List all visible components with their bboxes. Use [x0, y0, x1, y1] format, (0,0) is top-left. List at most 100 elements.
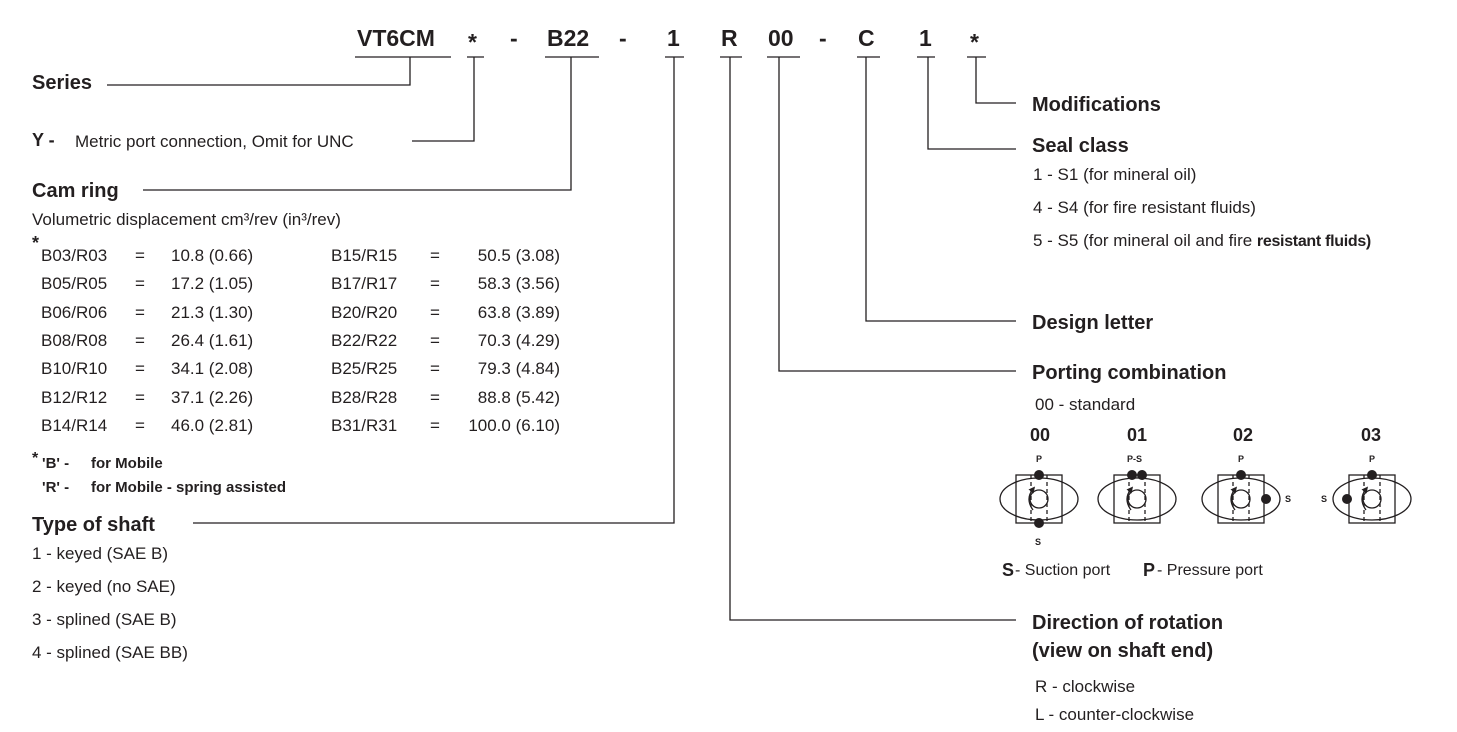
- displacement-value: 50.5 (3.08): [477, 246, 560, 265]
- note-b-text: for Mobile: [91, 455, 163, 472]
- seal-title: Seal class: [1032, 135, 1129, 157]
- note-star: *: [32, 450, 39, 467]
- displacement-value: 34.1 (2.08): [171, 359, 254, 379]
- rotation-title: Direction of rotation: [1032, 612, 1224, 634]
- code-dash-2: -: [619, 25, 627, 51]
- displacement-value: 70.3 (4.29): [477, 330, 560, 350]
- seal-item: 5 - S5 (for mineral oil and fire resista…: [1033, 232, 1371, 250]
- cam-code: B14/R14: [41, 415, 108, 435]
- porting-code: 02: [1233, 425, 1254, 445]
- cam-code: B10/R10: [41, 359, 108, 379]
- equals-sign: =: [135, 246, 145, 265]
- seal-item-3-text: 5 - S5 (for mineral oil and fire: [1033, 231, 1257, 250]
- port-label-s: S: [1321, 494, 1328, 504]
- displacement-value: 46.0 (2.81): [171, 415, 254, 435]
- porting-02-symbol: [1201, 470, 1281, 524]
- porting-03-symbol: [1332, 470, 1412, 524]
- porting-01-symbol: [1097, 470, 1177, 524]
- legend-p-key: P: [1143, 560, 1156, 580]
- code-design: C: [858, 25, 875, 51]
- equals-sign: =: [430, 246, 440, 265]
- port-label-ps: P-S: [1127, 454, 1143, 464]
- porting-title: Porting combination: [1032, 362, 1227, 384]
- displacement-value: 26.4 (1.61): [171, 330, 254, 350]
- equals-sign: =: [135, 302, 145, 322]
- displacement-value: 100.0 (6.10): [468, 415, 560, 435]
- cam-code: B12/R12: [41, 387, 108, 407]
- cam-ring-subtitle: Volumetric displacement cm³/rev (in³/rev…: [32, 210, 341, 229]
- cam-code: B05/R05: [41, 274, 108, 294]
- shaft-item: 2 - keyed (no SAE): [32, 577, 176, 596]
- note-r-key: 'R' -: [42, 479, 70, 496]
- cam-code: B22/R22: [331, 330, 398, 350]
- cam-ring-title: Cam ring: [32, 180, 119, 202]
- seal-item: 1 - S1 (for mineral oil): [1033, 165, 1197, 184]
- equals-sign: =: [135, 415, 145, 435]
- equals-sign: =: [430, 387, 440, 407]
- equals-sign: =: [135, 359, 145, 379]
- displacement-value: 63.8 (3.89): [477, 302, 560, 322]
- port-label-p: P: [1238, 454, 1245, 464]
- legend-p-text: - Pressure port: [1157, 562, 1263, 579]
- legend-s-text: - Suction port: [1015, 562, 1111, 579]
- equals-sign: =: [135, 387, 145, 407]
- cam-code: B03/R03: [41, 246, 108, 265]
- rotation-subtitle: (view on shaft end): [1032, 640, 1214, 662]
- equals-sign: =: [135, 274, 145, 294]
- shaft-item: 1 - keyed (SAE B): [32, 544, 169, 563]
- code-porting: 00: [768, 25, 794, 51]
- metric-text: Metric port connection, Omit for UNC: [75, 132, 354, 151]
- porting-standard: 00 - standard: [1035, 395, 1136, 414]
- rotation-item: L - counter-clockwise: [1035, 705, 1195, 724]
- porting-code: 01: [1127, 425, 1148, 445]
- displacement-value: 37.1 (2.26): [171, 387, 254, 407]
- displacement-value: 21.3 (1.30): [171, 302, 254, 322]
- porting-code: 00: [1030, 425, 1051, 445]
- displacement-value: 88.8 (5.42): [477, 387, 560, 407]
- port-label-s: S: [1285, 494, 1292, 504]
- metric-prefix: Y -: [32, 130, 55, 150]
- code-seal: 1: [919, 25, 932, 51]
- code-cam-ring: B22: [547, 25, 590, 51]
- porting-code: 03: [1361, 425, 1382, 445]
- code-metric-mark: *: [468, 29, 477, 55]
- shaft-item: 4 - splined (SAE BB): [32, 643, 188, 662]
- equals-sign: =: [430, 415, 440, 435]
- cam-code: B31/R31: [331, 415, 398, 435]
- rotation-item: R - clockwise: [1035, 677, 1136, 696]
- displacement-value: 79.3 (4.84): [477, 359, 560, 379]
- code-rotation: R: [721, 25, 738, 51]
- code-shaft: 1: [667, 25, 680, 51]
- seal-item: 4 - S4 (for fire resistant fluids): [1033, 198, 1256, 217]
- port-label-p: P: [1036, 454, 1043, 464]
- cam-code: B08/R08: [41, 330, 108, 350]
- displacement-value: 10.8 (0.66): [171, 246, 254, 265]
- displacement-value: 58.3 (3.56): [477, 274, 560, 294]
- equals-sign: =: [430, 274, 440, 294]
- equals-sign: =: [430, 359, 440, 379]
- equals-sign: =: [430, 302, 440, 322]
- displacement-value: 17.2 (1.05): [171, 274, 254, 294]
- modifications-label: Modifications: [1032, 94, 1161, 116]
- cam-code: B17/R17: [331, 274, 398, 294]
- cam-code: B06/R06: [41, 302, 108, 322]
- legend-s-key: S: [1002, 560, 1015, 580]
- note-b-key: 'B' -: [42, 455, 70, 472]
- design-letter-label: Design letter: [1032, 312, 1154, 334]
- cam-ring-star: *: [32, 233, 40, 253]
- port-label-s: S: [1035, 537, 1042, 547]
- porting-00-symbol: [999, 470, 1079, 528]
- equals-sign: =: [135, 330, 145, 350]
- cam-code: B25/R25: [331, 359, 398, 379]
- code-dash-1: -: [510, 25, 518, 51]
- series-label: Series: [32, 72, 93, 94]
- cam-code: B28/R28: [331, 387, 398, 407]
- note-r-text: for Mobile - spring assisted: [91, 479, 287, 496]
- code-modifications-mark: *: [970, 29, 979, 55]
- cam-code: B20/R20: [331, 302, 398, 322]
- equals-sign: =: [430, 330, 440, 350]
- code-dash-3: -: [819, 25, 827, 51]
- code-series: VT6CM: [357, 25, 435, 51]
